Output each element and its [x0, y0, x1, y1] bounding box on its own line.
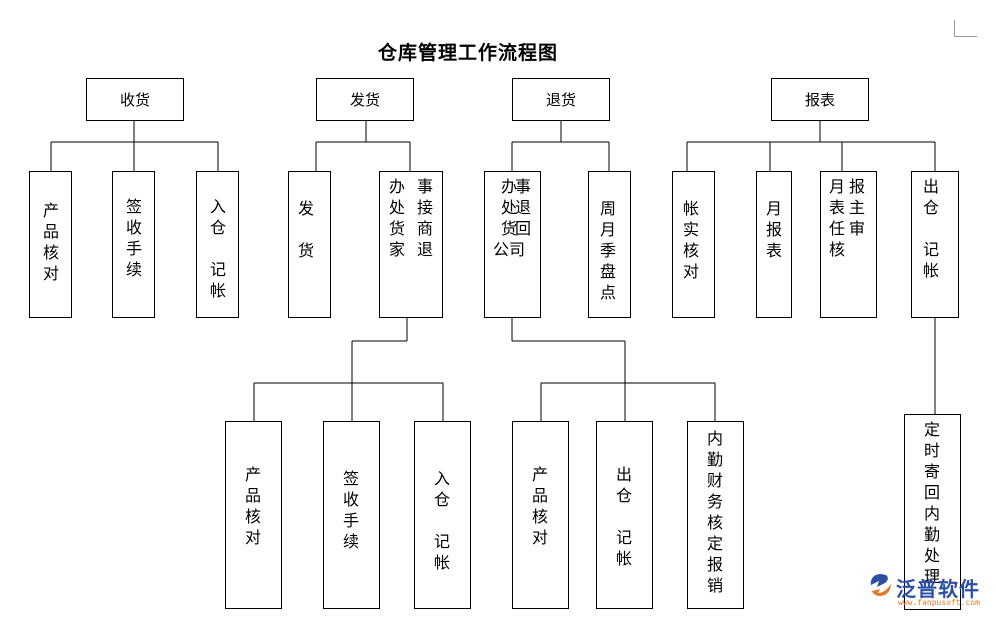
node-fahuo: 发货 [316, 78, 414, 121]
node-l3-tuihuo-finance: 内 勤 财 务 核 定 报 销 [687, 421, 744, 609]
node-label: 入 仓 记 帐 [433, 469, 450, 572]
node-tuihuo-label: 退货 [545, 91, 576, 109]
node-baobiao-label: 报表 [804, 91, 835, 109]
brand-logo-icon [870, 574, 891, 596]
node-label: 产 品 核 对 [244, 465, 261, 547]
node-label: 发 货 [297, 199, 314, 260]
node-fahuo-label: 发货 [349, 91, 380, 109]
node-label: 出 仓 记 帐 [615, 465, 632, 568]
page-corner-mark [954, 20, 977, 37]
node-label: 定 时 寄 回 内 勤 处 理 [923, 420, 940, 586]
node-label: 签 收 手 续 [342, 469, 359, 551]
node-tuihuo-office: 办 处 货 公司 事 退 回 [484, 171, 541, 318]
node-label-col1: 月 表 任 核 [828, 177, 845, 259]
node-baobiao-monthly-review: 月 表 任 核 报 主 审 [820, 171, 877, 318]
node-l3-product-check: 产 品 核 对 [225, 421, 282, 609]
brand-logo-url: www.fanpusoft.com [898, 598, 980, 607]
node-shouhuo-product-check: 产 品 核 对 [29, 171, 72, 318]
node-label-col1: 办 处 货 家 [388, 177, 405, 259]
node-shouhuo-label: 收货 [119, 91, 150, 109]
node-fahuo-ship: 发 货 [288, 171, 331, 318]
node-baobiao-out-stock: 出 仓 记 帐 [911, 171, 959, 318]
node-l3-periodic-return: 定 时 寄 回 内 勤 处 理 [904, 414, 961, 610]
node-label: 产 品 核 对 [531, 465, 548, 547]
node-label-col1: 办 处 货 公司 [492, 177, 525, 259]
node-l3-tuihuo-out-stock: 出 仓 记 帐 [596, 421, 653, 609]
node-label-col2: 事 接 商 退 [416, 177, 433, 259]
node-shouhuo: 收货 [86, 78, 184, 121]
node-l3-sign-receipt: 签 收 手 续 [323, 421, 380, 609]
node-shouhuo-sign-receipt: 签 收 手 续 [112, 171, 155, 318]
node-tuihuo: 退货 [512, 78, 610, 121]
node-label: 周 月 季 盘 点 [599, 199, 616, 302]
node-label: 签 收 手 续 [125, 197, 142, 279]
node-label: 产 品 核 对 [42, 201, 59, 283]
node-label: 内 勤 财 务 核 定 报 销 [706, 429, 723, 595]
brand-logo-name: 泛普软件 [896, 577, 980, 601]
node-label: 月 报 表 [765, 199, 782, 260]
node-shouhuo-in-stock: 入 仓 记 帐 [196, 171, 239, 318]
node-label-col2: 事 退 回 [514, 177, 531, 238]
brand-logo: 泛普软件 www.fanpusoft.com [868, 572, 988, 610]
node-label: 帐 实 核 对 [682, 199, 699, 281]
node-tuihuo-periodic-count: 周 月 季 盘 点 [588, 171, 631, 318]
node-label: 入 仓 记 帐 [209, 197, 226, 300]
node-label-col2: 报 主 审 [848, 177, 865, 238]
node-l3-tuihuo-product-check: 产 品 核 对 [512, 421, 569, 609]
node-baobiao-account-check: 帐 实 核 对 [672, 171, 715, 318]
node-baobiao-monthly-report: 月 报 表 [756, 171, 792, 318]
node-l3-in-stock: 入 仓 记 帐 [414, 421, 471, 609]
node-fahuo-office: 办 处 货 家 事 接 商 退 [379, 171, 443, 318]
node-label: 出 仓 记 帐 [922, 177, 939, 280]
page-title: 仓库管理工作流程图 [378, 42, 559, 64]
node-baobiao: 报表 [771, 78, 869, 121]
